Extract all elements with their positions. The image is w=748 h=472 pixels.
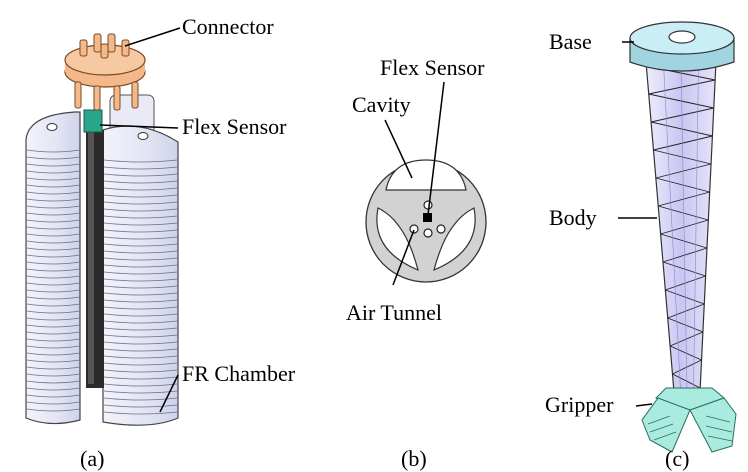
label-gripper: Gripper [545, 392, 614, 417]
chamber-ridges-left [26, 149, 81, 412]
caption-c: (c) [665, 446, 689, 471]
label-base: Base [549, 29, 592, 54]
cavity-left [376, 207, 419, 272]
cavity-top [385, 159, 467, 191]
connector-leader [124, 27, 181, 47]
label-air-tunnel: Air Tunnel [346, 300, 442, 325]
base [629, 21, 735, 72]
fr-chamber-leader [159, 374, 179, 413]
panel-a: Connector Flex Sensor FR Chamber (a) [25, 14, 296, 471]
air-tunnel-leader [392, 229, 415, 286]
fr-chamber-left [25, 111, 81, 425]
panel-c: Base Body Gripper (c) [545, 21, 737, 471]
cavity-leader [384, 119, 413, 179]
caption-a: (a) [80, 446, 104, 471]
label-cavity: Cavity [352, 92, 411, 117]
flex-sensor-strip [83, 109, 104, 388]
label-flex-sensor-a: Flex Sensor [182, 114, 287, 139]
caption-b: (b) [401, 446, 427, 471]
fr-chamber-right [102, 125, 179, 426]
cavity-right [433, 207, 476, 272]
connector [64, 33, 146, 111]
gripper-leader [635, 403, 653, 407]
flex-sensor-leader-a [99, 124, 179, 129]
label-fr-chamber: FR Chamber [182, 361, 296, 386]
panel-b: Flex Sensor Cavity Air Tunnel (b) [346, 55, 487, 471]
label-connector: Connector [182, 14, 274, 39]
label-flex-sensor-b: Flex Sensor [380, 55, 485, 80]
flex-sensor-leader-b [427, 81, 445, 216]
cross-section [365, 159, 487, 283]
gripper [641, 387, 737, 453]
label-body: Body [549, 205, 597, 230]
body [645, 61, 717, 393]
chamber-ridges-right [103, 159, 178, 415]
